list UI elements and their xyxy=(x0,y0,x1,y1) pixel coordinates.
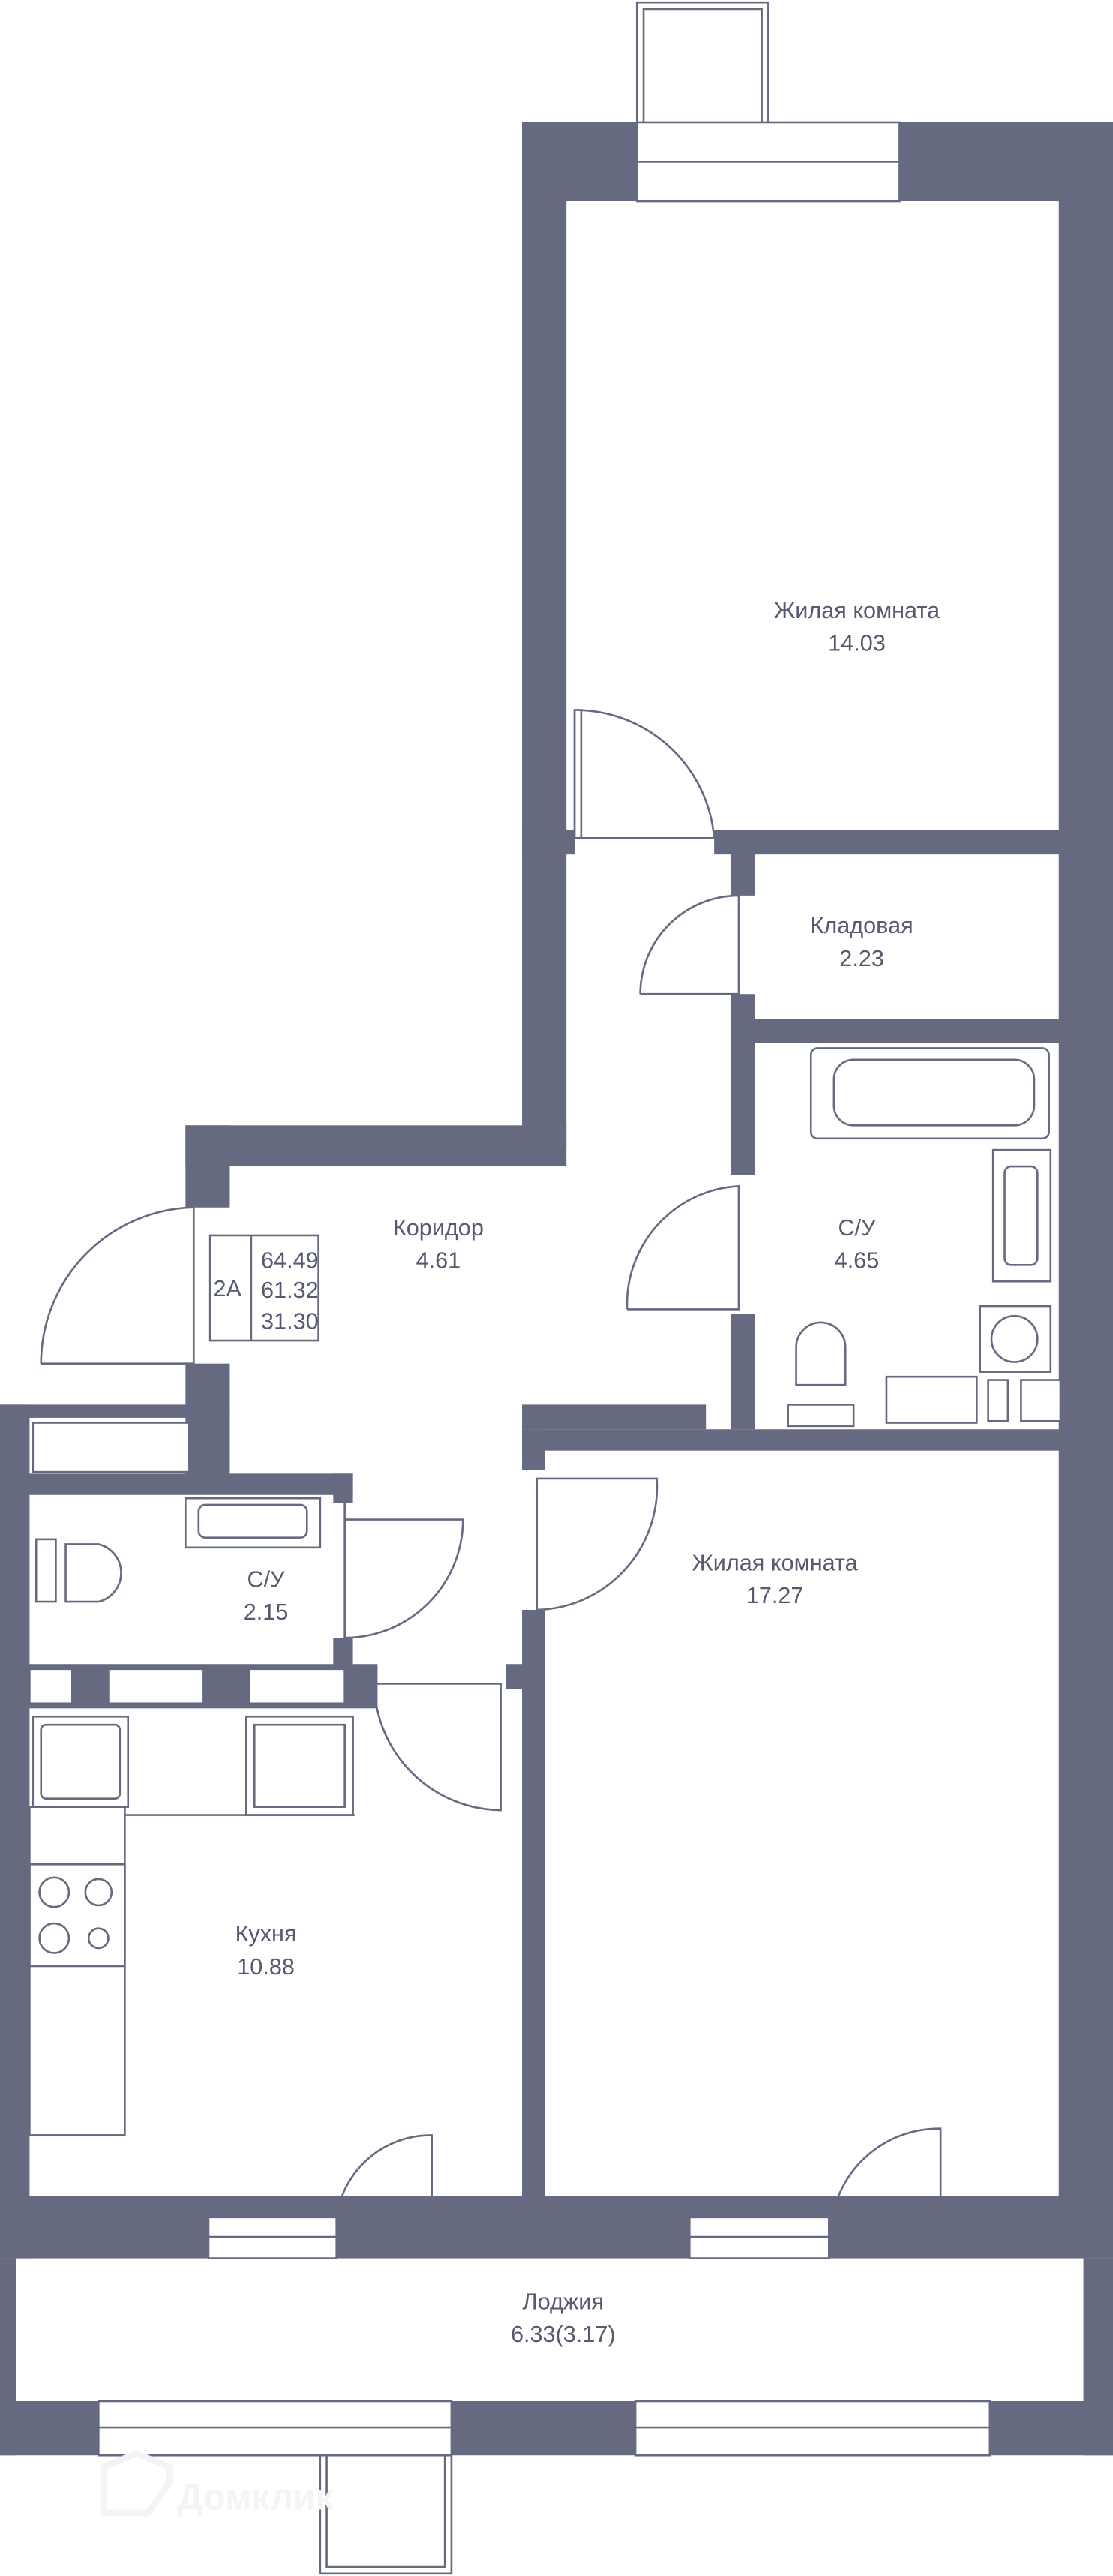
svg-text:61.32: 61.32 xyxy=(261,1277,319,1303)
room-label-bedroom-1: Жилая комната 14.03 xyxy=(774,598,940,656)
svg-text:10.88: 10.88 xyxy=(237,1954,295,1980)
svg-text:Кухня: Кухня xyxy=(236,1921,297,1947)
svg-text:2.23: 2.23 xyxy=(839,946,884,971)
svg-text:6.33(3.17): 6.33(3.17) xyxy=(511,2322,616,2347)
room-label-wc: С/У 2.15 xyxy=(244,1566,289,1625)
room-label-bedroom-2: Жилая комната 17.27 xyxy=(692,1550,859,1608)
svg-text:Жилая комната: Жилая комната xyxy=(692,1550,859,1575)
room-label-kitchen: Кухня 10.88 xyxy=(236,1921,297,1980)
svg-text:4.61: 4.61 xyxy=(416,1248,461,1274)
domclick-watermark: Домклик xyxy=(100,2450,334,2517)
apartment-info-box: 2A 64.49 61.32 31.30 xyxy=(208,1234,320,1342)
svg-text:Домклик: Домклик xyxy=(177,2477,334,2517)
room-label-corridor: Коридор 4.61 xyxy=(393,1215,484,1274)
bottom-balcony xyxy=(319,2452,453,2575)
kitchen-sink-icon xyxy=(32,1715,130,1808)
svg-text:Кладовая: Кладовая xyxy=(811,913,914,938)
house-logo-icon xyxy=(100,2450,172,2517)
svg-text:14.03: 14.03 xyxy=(828,631,886,656)
toilet-icon xyxy=(795,1321,847,1386)
sink-icon xyxy=(992,1148,1052,1283)
fixtures xyxy=(28,1047,1052,2136)
walls xyxy=(0,122,1113,2456)
room-label-loggia: Лоджия 6.33(3.17) xyxy=(511,2289,616,2347)
svg-text:Жилая комната: Жилая комната xyxy=(774,598,940,623)
windows xyxy=(28,121,1062,2457)
svg-text:31.30: 31.30 xyxy=(261,1309,319,1335)
top-balcony xyxy=(635,1,770,125)
toilet-icon xyxy=(64,1543,122,1603)
bathtub-icon xyxy=(809,1047,1050,1140)
svg-text:4.65: 4.65 xyxy=(835,1248,880,1274)
sink-icon xyxy=(184,1497,322,1549)
svg-text:2.15: 2.15 xyxy=(244,1599,289,1625)
room-label-bathroom: С/У 4.65 xyxy=(835,1215,880,1274)
stove-icon xyxy=(28,1863,126,1968)
svg-text:С/У: С/У xyxy=(248,1566,286,1592)
doors xyxy=(40,709,942,2219)
svg-text:С/У: С/У xyxy=(838,1215,877,1241)
svg-text:64.49: 64.49 xyxy=(261,1248,319,1274)
svg-text:2A: 2A xyxy=(214,1276,242,1302)
room-label-storage: Кладовая 2.23 xyxy=(811,913,914,971)
svg-text:17.27: 17.27 xyxy=(746,1583,804,1608)
svg-text:Коридор: Коридор xyxy=(393,1215,484,1241)
svg-text:Лоджия: Лоджия xyxy=(522,2289,604,2314)
